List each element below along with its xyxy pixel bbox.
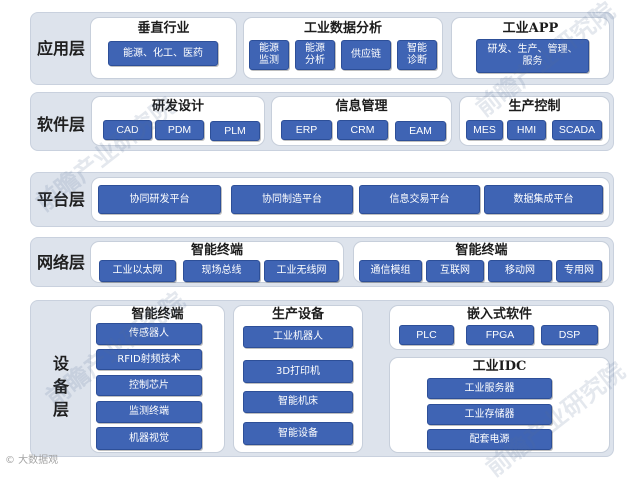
box-control-chip: 控制芯片 — [96, 375, 202, 396]
box-data-integration-platform: 数据集成平台 — [484, 185, 603, 214]
box-pdm: PDM — [155, 120, 204, 140]
panel-device-smart-terminals: 智能终端 传感器人 RFID射频技术 控制芯片 监测终端 机器视觉 — [90, 305, 225, 453]
panel-title: 生产设备 — [271, 307, 324, 322]
application-layer-label: 应用层 — [37, 39, 86, 58]
panel-industrial-data-analysis: 工业数据分析 能源 监测 能源 分析 供应链 智能 诊断 — [243, 17, 443, 79]
box-smart-equipment: 智能设备 — [243, 422, 353, 445]
panel-title: 智能终端 — [131, 307, 184, 322]
software-layer-label: 软件层 — [37, 115, 86, 134]
panel-title: 信息管理 — [335, 99, 388, 114]
panel-title: 智能终端 — [455, 243, 508, 258]
box-erp: ERP — [281, 120, 332, 140]
box-smart-diagnosis: 智能 诊断 — [397, 40, 437, 70]
device-layer-label-char-3: 层 — [53, 400, 70, 419]
box-industrial-storage: 工业存储器 — [427, 404, 552, 425]
box-energy-monitoring: 能源 监测 — [249, 40, 289, 70]
box-dedicated-network: 专用网 — [556, 260, 602, 282]
network-layer-label: 网络层 — [37, 253, 86, 272]
box-scada: SCADA — [552, 120, 602, 140]
panel-production-control: 生产控制 MES HMI SCADA — [459, 96, 610, 146]
device-layer-label-char-1: 设 — [53, 354, 70, 373]
box-plc: PLC — [399, 325, 454, 345]
source-caption: © 大数据观 — [5, 455, 59, 466]
box-supply-chain: 供应链 — [341, 40, 391, 70]
box-energy-chemical-pharma: 能源、化工、医药 — [108, 41, 218, 66]
box-industrial-robot: 工业机器人 — [243, 326, 353, 348]
box-dsp: DSP — [541, 325, 598, 345]
box-mobile-network: 移动网 — [488, 260, 552, 282]
panel-title: 工业IDC — [472, 359, 527, 374]
box-fpga: FPGA — [466, 325, 534, 345]
panel-title: 工业数据分析 — [303, 21, 382, 36]
panel-information-management: 信息管理 ERP CRM EAM — [271, 96, 452, 146]
panel-title: 生产控制 — [508, 99, 561, 114]
panel-title: 智能终端 — [190, 243, 243, 258]
panel-title: 嵌入式软件 — [466, 307, 532, 322]
box-sensors: 传感器人 — [96, 323, 202, 345]
box-industrial-wireless: 工业无线网 — [264, 260, 339, 282]
box-fieldbus: 现场总线 — [183, 260, 260, 282]
box-industrial-server: 工业服务器 — [427, 378, 552, 399]
panel-title: 研发设计 — [151, 99, 204, 114]
panel-industrial-idc: 工业IDC 工业服务器 工业存储器 配套电源 — [389, 357, 610, 453]
box-smart-machine-tool: 智能机床 — [243, 391, 353, 413]
box-eam: EAM — [395, 121, 446, 141]
panel-rd-design: 研发设计 CAD PDM PLM — [91, 96, 265, 146]
box-rd-production-management-service: 研发、生产、管理、 服务 — [476, 39, 589, 73]
panel-network-terminals-right: 智能终端 通信模组 互联网 移动网 专用网 — [353, 241, 610, 283]
box-machine-vision: 机器视觉 — [96, 427, 202, 450]
box-energy-analysis: 能源 分析 — [295, 40, 335, 70]
panel-production-equipment: 生产设备 工业机器人 3D打印机 智能机床 智能设备 — [233, 305, 363, 453]
box-hmi: HMI — [507, 120, 546, 140]
panel-title: 工业APP — [502, 21, 559, 36]
box-collaborative-rd-platform: 协同研发平台 — [98, 185, 221, 214]
box-internet: 互联网 — [426, 260, 484, 282]
box-cad: CAD — [103, 120, 152, 140]
box-power-supply: 配套电源 — [427, 429, 552, 450]
device-layer-label-char-2: 备 — [53, 377, 70, 396]
box-rfid: RFID射频技术 — [96, 349, 202, 370]
box-collaborative-manufacturing-platform: 协同制造平台 — [231, 185, 353, 214]
box-3d-printer: 3D打印机 — [243, 360, 353, 383]
panel-network-terminals-left: 智能终端 工业以太网 现场总线 工业无线网 — [90, 241, 344, 283]
box-mes: MES — [466, 120, 503, 140]
box-monitoring-terminal: 监测终端 — [96, 401, 202, 423]
panel-title: 垂直行业 — [137, 21, 190, 36]
platform-layer-label: 平台层 — [37, 190, 86, 209]
box-plm: PLM — [210, 121, 260, 141]
box-industrial-ethernet: 工业以太网 — [99, 260, 176, 282]
panel-embedded-software: 嵌入式软件 PLC FPGA DSP — [389, 305, 610, 350]
panel-industrial-app: 工业APP 研发、生产、管理、 服务 — [451, 17, 610, 79]
panel-vertical-industry: 垂直行业 能源、化工、医药 — [90, 17, 237, 79]
box-information-trading-platform: 信息交易平台 — [359, 185, 480, 214]
box-crm: CRM — [337, 120, 388, 140]
box-communication-module: 通信模组 — [359, 260, 422, 282]
